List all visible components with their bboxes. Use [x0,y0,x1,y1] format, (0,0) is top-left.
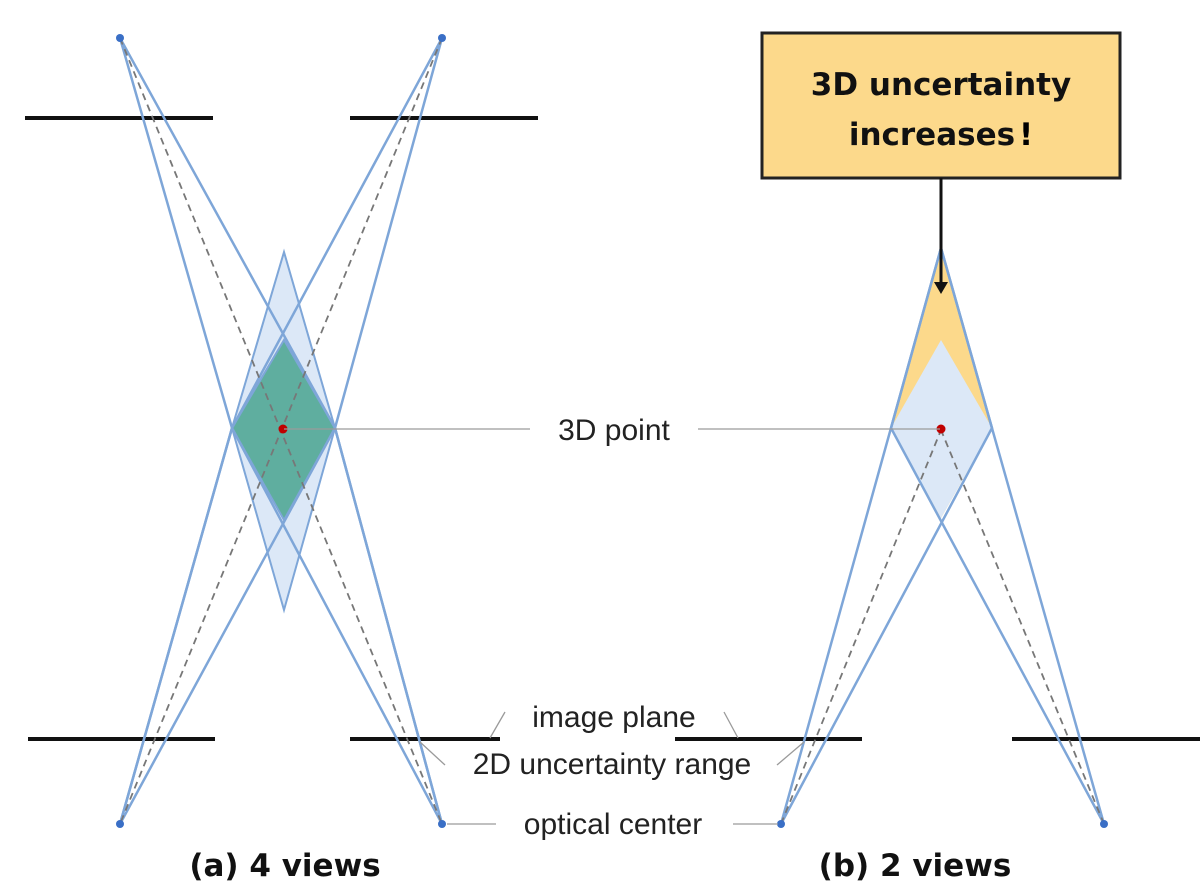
cone-a-bottom-left [118,427,337,825]
center-rays-b [780,429,1105,825]
label-3d-point: 3D point [558,414,670,447]
panel-a-four-views [25,34,538,828]
callout-line-2-text: increases [849,117,1015,153]
callout-box [760,31,1122,180]
point-3d-a [278,424,288,434]
label-image-plane: image plane [532,701,695,734]
panel-b-two-views: 3D uncertainty increases! [675,31,1200,828]
leader-image-plane-right [723,711,739,739]
optical-center-b-left [777,820,785,828]
annotations: 3D point image plane 2D uncertainty rang… [284,414,940,841]
caption-b: (b) 2 views [819,848,1012,884]
label-2d-uncertainty: 2D uncertainty range [473,748,752,781]
leader-2d-uncertainty-left [419,741,446,766]
cone-a-top-left [118,37,337,429]
cone-a-bottom-right [230,427,444,825]
callout-exclamation: ! [1019,117,1033,153]
optical-center-a-top-left [116,34,124,42]
point-3d-b [936,424,946,434]
callout-arrow-head [934,282,948,294]
ray-a-ext-1 [118,427,234,825]
optical-center-a-top-right [438,34,446,42]
optical-center-a-bottom-left [116,820,124,828]
optical-center-a-bottom-right [438,820,446,828]
caption-a: (a) 4 views [189,848,380,884]
leader-image-plane-left [489,711,506,739]
callout-line-1: 3D uncertainty [811,67,1071,103]
ray-a-ext-2 [333,427,444,825]
callout-line-2: increases! [849,117,1033,153]
ray-cones-b [779,243,1106,825]
cone-b-right [889,243,1106,825]
cone-a-top-right [230,37,444,429]
leader-2d-uncertainty-right [776,741,805,766]
center-ray-b-2 [940,429,1105,825]
label-optical-center: optical center [524,808,702,841]
center-ray-b-1 [780,429,942,825]
optical-center-b-right [1100,820,1108,828]
